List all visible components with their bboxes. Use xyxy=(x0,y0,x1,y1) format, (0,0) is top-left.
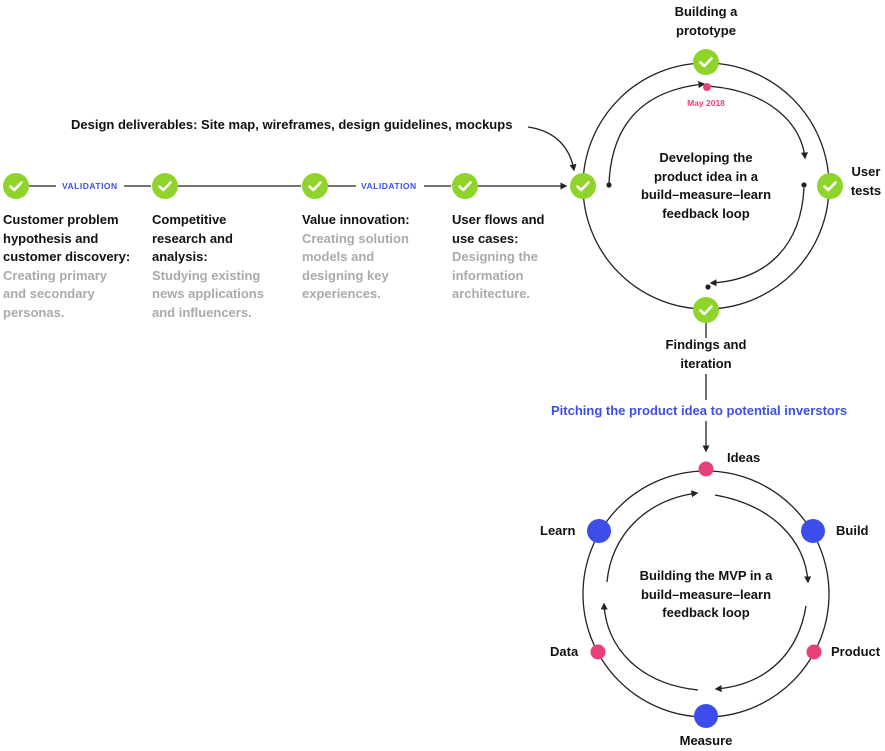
loop1-arc-start-dot-bottom xyxy=(705,284,711,290)
pitch-label: Pitching the product idea to potential i… xyxy=(551,403,848,418)
design-deliverables-note: Design deliverables: Site map, wireframe… xyxy=(71,117,513,132)
loop1-arc-start-dot-left xyxy=(606,182,612,188)
loop2-diagram xyxy=(582,461,830,728)
loop1-arc-bottom-right xyxy=(709,187,805,287)
check-node-loop1-entry xyxy=(570,173,596,199)
loop1-date-label: May 2018 xyxy=(687,98,725,108)
loop2-stage-build: Build xyxy=(836,523,869,538)
check-node-step-4 xyxy=(452,173,478,199)
loop2-stage-ideas: Ideas xyxy=(727,450,761,465)
check-node-step-1 xyxy=(3,173,29,199)
loop1-center-text: Developing the product idea in a build–m… xyxy=(640,150,772,221)
loop2-arc-top-left xyxy=(606,490,699,583)
step-1-title: Customer problem hypothesis and customer… xyxy=(3,212,131,264)
check-icon xyxy=(158,181,172,192)
step-4-subtitle: Designing the information architecture. xyxy=(452,249,538,301)
loop1-arc-top-left xyxy=(608,81,706,184)
step-3-title: Value innovation: xyxy=(302,212,410,227)
date-marker-dot xyxy=(703,83,711,91)
validation-label-2: VALIDATION xyxy=(361,181,417,191)
loop2-stage-measure: Measure xyxy=(679,733,733,748)
build-dot xyxy=(801,519,825,543)
step-1-text: Customer problem hypothesis and customer… xyxy=(3,211,131,322)
check-icon xyxy=(308,181,322,192)
step-2-title: Competitive research and analysis: xyxy=(152,212,233,264)
loop1-stage-user-tests: User tests xyxy=(850,164,882,198)
check-node-step-2 xyxy=(152,173,178,199)
data-dot xyxy=(590,644,606,660)
loop2-arc-top-right xyxy=(714,494,812,584)
loop2-center-text: Building the MVP in a build–measure–lear… xyxy=(639,568,773,620)
step-2-text: Competitive research and analysis: Study… xyxy=(152,211,264,322)
step-4-text: User flows and use cases: Designing the … xyxy=(452,211,552,304)
loop2-arc-bottom-right xyxy=(714,605,807,693)
loop1-arc-top-right xyxy=(705,85,808,160)
check-icon xyxy=(576,181,590,192)
step-1-subtitle: Creating primary and secondary personas. xyxy=(3,267,108,320)
check-icon xyxy=(699,305,713,316)
check-node-findings xyxy=(693,297,719,323)
check-icon xyxy=(823,181,837,192)
check-node-prototype xyxy=(693,49,719,75)
ideas-dot xyxy=(698,461,714,477)
learn-dot xyxy=(587,519,611,543)
loop1-stage-prototype: Building a prototype xyxy=(674,4,738,38)
measure-dot xyxy=(694,704,718,728)
step-2-subtitle: Studying existing news applications and … xyxy=(152,267,264,320)
check-icon xyxy=(458,181,472,192)
check-node-step-3 xyxy=(302,173,328,199)
loop1-stage-findings: Findings and iteration xyxy=(665,337,747,371)
loop2-arc-bottom-left xyxy=(600,602,699,691)
check-node-user-tests xyxy=(817,173,843,199)
step-3-text: Value innovation: Creating solution mode… xyxy=(302,211,420,304)
loop2-stage-learn: Learn xyxy=(540,523,576,538)
deliverables-arrow xyxy=(527,126,577,172)
loop1-arc-start-dot-right xyxy=(801,182,807,188)
check-icon xyxy=(9,181,23,192)
check-icon xyxy=(699,57,713,68)
product-dot xyxy=(806,644,822,660)
validation-label-1: VALIDATION xyxy=(62,181,118,191)
step-4-title: User flows and use cases: xyxy=(452,212,545,246)
loop2-stage-data: Data xyxy=(550,644,579,659)
step-3-subtitle: Creating solution models and designing k… xyxy=(302,230,409,302)
loop2-stage-product: Product xyxy=(831,644,881,659)
